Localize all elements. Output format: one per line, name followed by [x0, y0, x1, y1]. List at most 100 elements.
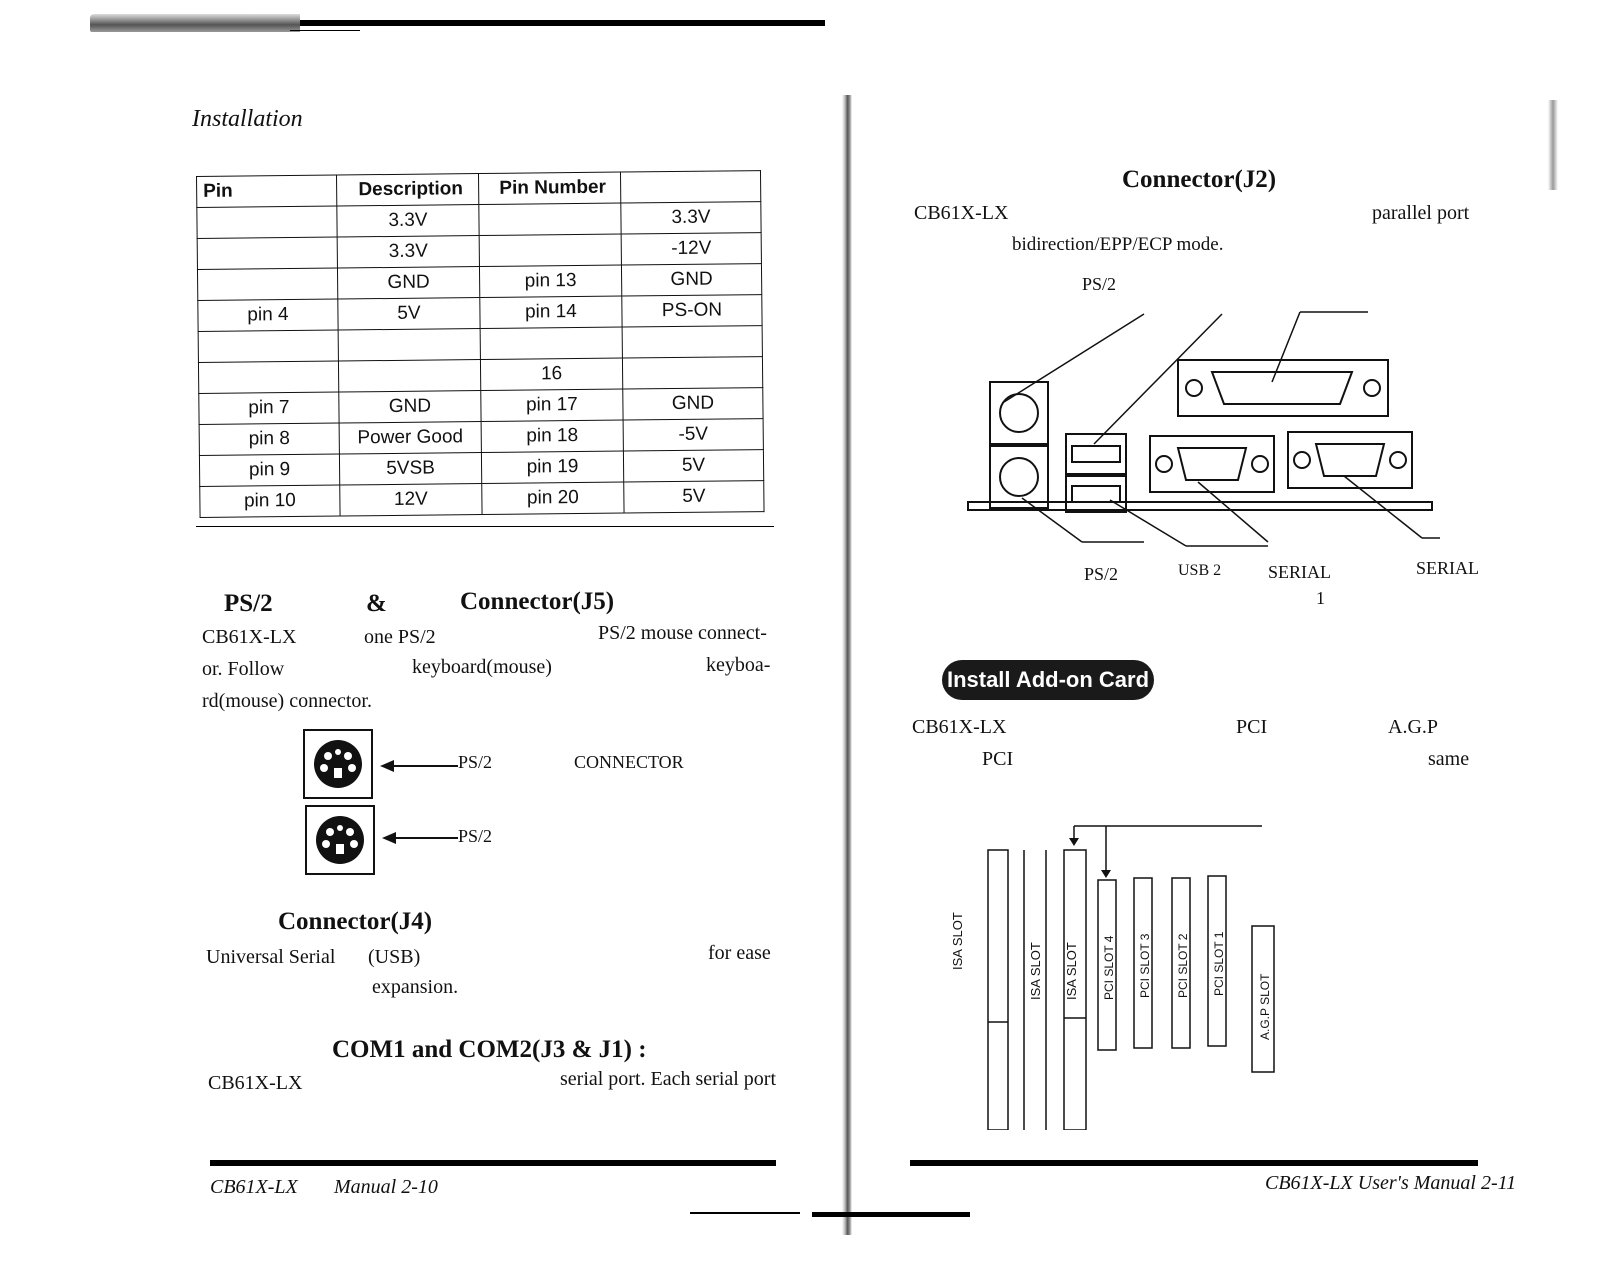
- install-addon-card-badge: Install Add-on Card: [942, 660, 1154, 700]
- table-cell: GND: [622, 387, 764, 421]
- table-cell: [622, 325, 763, 359]
- top-smudge: [90, 14, 300, 32]
- ps2-text: keyboa-: [706, 654, 771, 676]
- table-cell: 16: [480, 358, 623, 391]
- table-cell: pin 19: [481, 451, 624, 484]
- table-cell: pin 10: [199, 485, 341, 518]
- table-header-cell: Pin: [196, 175, 337, 208]
- slot-label-pci-4: PCI SLOT 4: [1102, 935, 1116, 1000]
- usb-port-icon: [1065, 433, 1127, 513]
- table-cell: Power Good: [339, 421, 482, 455]
- parallel-port-icon: [1177, 359, 1389, 417]
- table-header-cell: Pin Number: [478, 172, 621, 205]
- addon-text: CB61X-LX: [912, 716, 1007, 738]
- ps2-text: CB61X-LX: [202, 626, 297, 648]
- table-cell: -5V: [623, 418, 764, 452]
- usb-text: (USB): [368, 946, 421, 968]
- table-cell: pin 14: [479, 296, 623, 329]
- table-cell: pin 17: [480, 389, 624, 422]
- addon-text: A.G.P: [1388, 716, 1439, 738]
- table-cell: [197, 268, 338, 301]
- io-panel-figure: [967, 311, 1440, 547]
- parallel-text: bidirection/EPP/ECP mode.: [1012, 234, 1224, 255]
- table-cell: 5V: [337, 297, 481, 331]
- table-cell: pin 8: [199, 423, 340, 456]
- io-label-serial-1-num: 1: [1316, 588, 1325, 608]
- ps2-label-top: PS/2: [458, 752, 493, 772]
- table-cell: GND: [338, 390, 482, 424]
- ps2-text: keyboard(mouse): [412, 656, 552, 678]
- io-label-serial-1: SERIAL: [1268, 562, 1331, 582]
- usb-text: expansion.: [372, 976, 459, 998]
- slot-label-isa-1: ISA SLOT: [950, 912, 965, 970]
- addon-text: PCI: [982, 748, 1014, 770]
- serial-port-icon: [1149, 435, 1275, 493]
- table-cell: [338, 328, 481, 362]
- io-label-usb: USB 2: [1178, 562, 1222, 579]
- ps2-heading-b: Connector(J5): [460, 588, 615, 615]
- ps2-label-bottom: PS/2: [458, 826, 493, 846]
- table-cell: [198, 330, 339, 363]
- arrow-icon: [380, 760, 458, 844]
- slot-label-isa-2: ISA SLOT: [1028, 942, 1043, 1000]
- table-cell: 3.3V: [620, 201, 762, 235]
- com-text: CB61X-LX: [208, 1072, 303, 1094]
- table-cell: [338, 359, 481, 393]
- table-cell: 3.3V: [336, 204, 480, 238]
- bottom-edge-rule-2: [812, 1212, 970, 1217]
- slot-label-pci-1: PCI SLOT 1: [1212, 931, 1226, 996]
- ps2-text: one PS/2: [364, 626, 436, 648]
- table-cell: [196, 206, 338, 239]
- table-cell: 5V: [623, 480, 765, 514]
- slot-label-isa-3: ISA SLOT: [1064, 942, 1079, 1000]
- table-cell: [478, 203, 622, 236]
- expansion-slot-diagram: [987, 825, 1275, 1130]
- io-label-serial-2: SERIAL: [1416, 558, 1479, 578]
- table-header-cell: Description: [336, 173, 479, 207]
- table-cell: -12V: [621, 232, 762, 266]
- top-thin-rule: [290, 30, 360, 31]
- slot-label-pci-3: PCI SLOT 3: [1138, 933, 1152, 998]
- slot-label-agp: A.G.P SLOT: [1258, 973, 1272, 1040]
- page-header: Installation: [192, 106, 303, 132]
- table-cell: 12V: [339, 483, 483, 517]
- parallel-text: parallel port: [1372, 202, 1470, 224]
- footer-left-a: CB61X-LX: [210, 1176, 298, 1198]
- usb-text: for ease: [708, 942, 771, 964]
- ps2-heading-amp: &: [366, 590, 387, 617]
- footer-rule-left: [210, 1160, 776, 1166]
- table-cell: [197, 237, 338, 270]
- serial-port-icon: [1287, 431, 1413, 489]
- usb-text: Universal Serial: [206, 946, 336, 968]
- addon-text: same: [1428, 748, 1470, 770]
- table-cell: GND: [621, 263, 762, 297]
- book-spine: [842, 95, 852, 1235]
- footer-rule-right: [910, 1160, 1478, 1166]
- table-cell: GND: [337, 266, 480, 300]
- table-cell: pin 7: [198, 392, 340, 425]
- parallel-text: CB61X-LX: [914, 202, 1009, 224]
- table-cell: 5VSB: [339, 452, 482, 486]
- table-cell: pin 18: [481, 420, 624, 453]
- io-label-ps2-bottom: PS/2: [1084, 564, 1119, 584]
- ps2-text: PS/2 mouse connect-: [598, 622, 767, 644]
- table-cell: pin 9: [199, 454, 340, 487]
- io-label-ps2-top: PS/2: [1082, 274, 1117, 294]
- right-edge-shadow: [1548, 100, 1558, 190]
- ps2-connector-figure: [303, 729, 458, 875]
- table-cell: [198, 361, 339, 394]
- table-cell: [622, 356, 763, 390]
- table-cell: pin 20: [481, 482, 625, 515]
- table-cell: pin 13: [479, 265, 622, 298]
- slot-label-pci-2: PCI SLOT 2: [1176, 933, 1190, 998]
- table-cell: 3.3V: [337, 235, 480, 269]
- ps2-heading-a: PS/2: [224, 590, 273, 617]
- parallel-heading: Connector(J2): [1122, 166, 1277, 193]
- table-cell: pin 4: [197, 299, 339, 332]
- table-cell: PS-ON: [621, 294, 763, 328]
- table-header-cell: [620, 170, 761, 204]
- top-rule-left: [300, 20, 825, 26]
- addon-text: PCI: [1236, 716, 1268, 738]
- table-cell: [479, 234, 622, 267]
